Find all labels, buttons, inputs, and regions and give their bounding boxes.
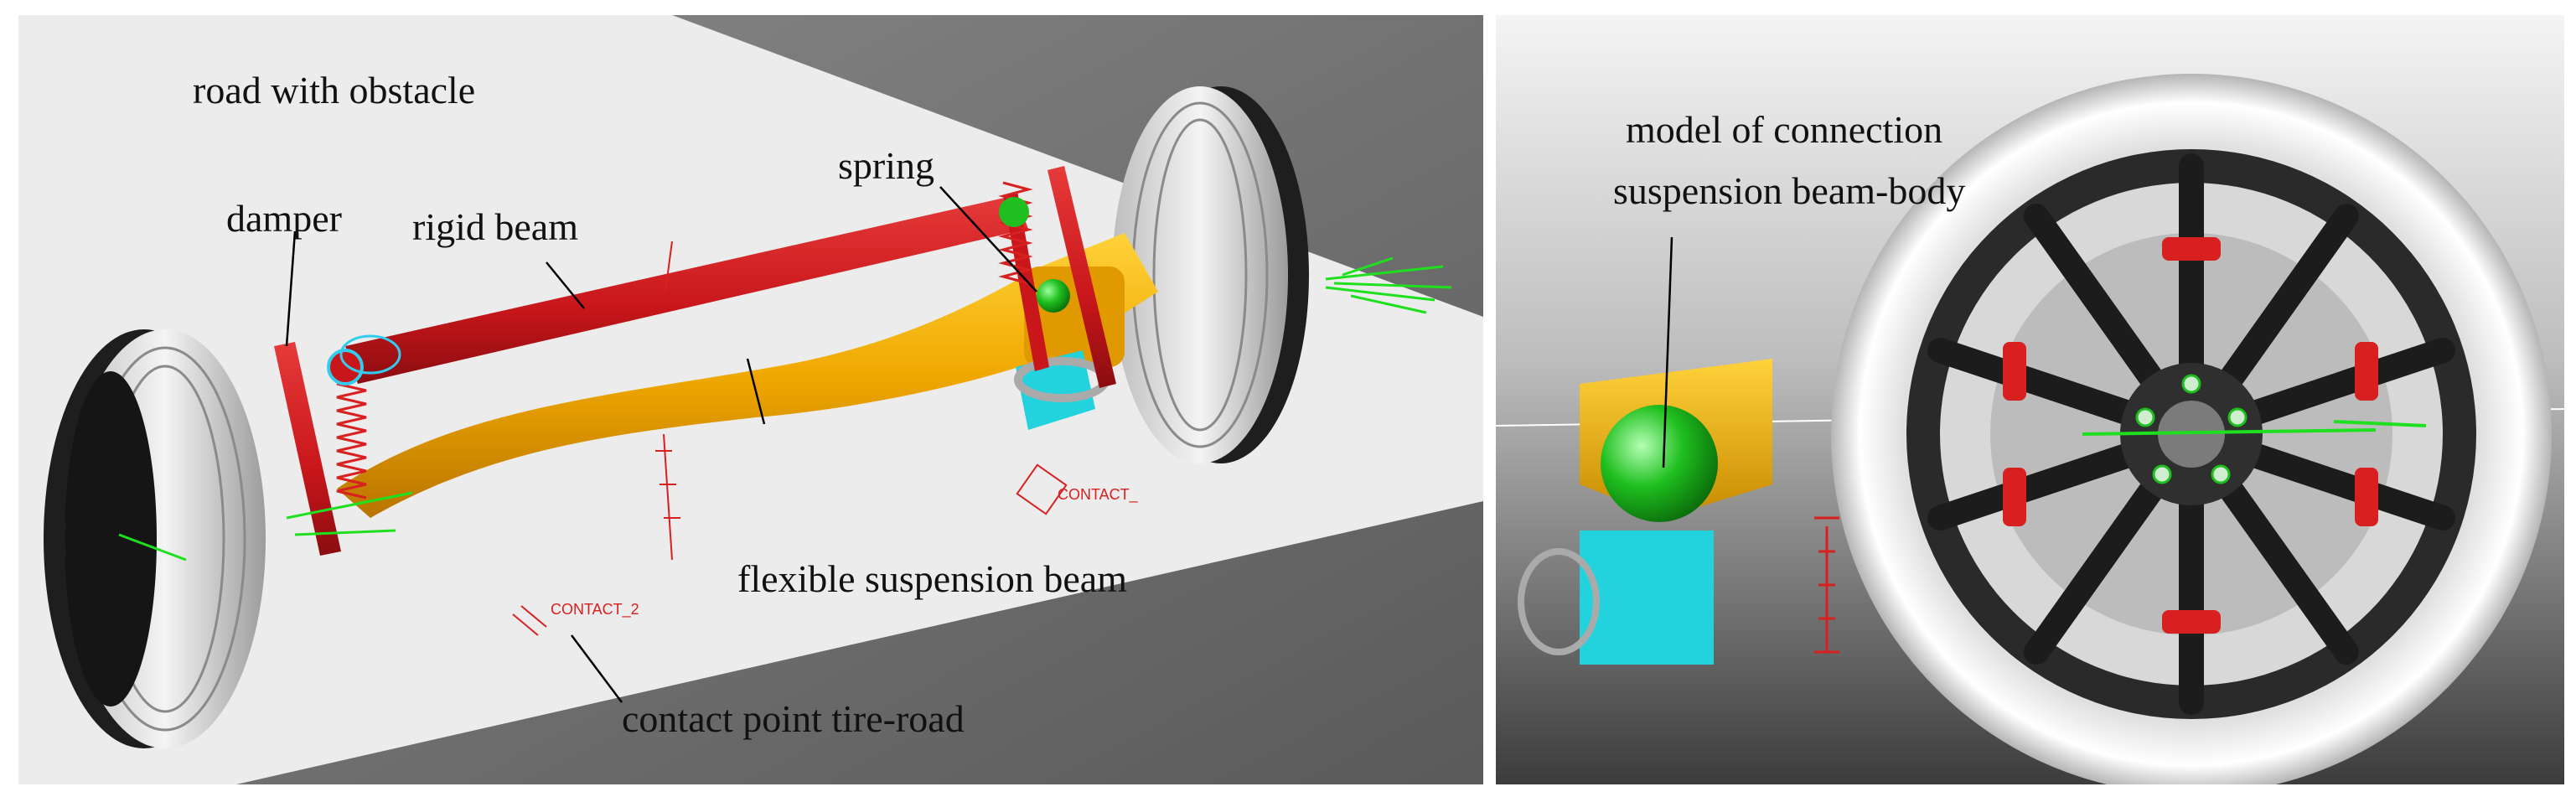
spring-mount-sphere [999, 197, 1029, 227]
label-spring: spring [838, 144, 934, 187]
bushing-connection-view: model of connection suspension beam-body [1496, 15, 2564, 784]
suspension-assembly-drawing: CONTACT_ CONTACT_2 road with obstacle da… [18, 15, 1483, 784]
left-tire [44, 329, 266, 748]
label-rigid-beam: rigid beam [412, 205, 578, 248]
annotation-leader-line [1662, 236, 1673, 468]
joint-marker-left [339, 334, 401, 375]
wheel [1831, 74, 2552, 784]
label-damper: damper [226, 197, 342, 240]
cad-markers [512, 241, 1068, 636]
annotation-leader-lines [285, 186, 1037, 703]
beam-joint-left [327, 349, 364, 386]
damper-left [274, 342, 341, 556]
lug-nuts [2135, 374, 2248, 484]
right-tire [1112, 86, 1309, 463]
bushing-ring [1518, 548, 1600, 655]
bushing-sphere [1601, 405, 1718, 522]
rigid-beam [345, 195, 1028, 384]
label-road-with-obstacle: road with obstacle [193, 69, 475, 111]
suspension-assembly-view: CONTACT_ CONTACT_2 road with obstacle da… [18, 15, 1483, 784]
bushing-connection-drawing: model of connection suspension beam-body [1496, 15, 2564, 784]
spring-left [336, 382, 367, 499]
hub-axis-markers [2082, 420, 2427, 436]
beam-mount-sphere [1037, 279, 1070, 313]
contact-marker-1: CONTACT_ [1058, 486, 1139, 504]
brake-caliper [2003, 237, 2378, 634]
force-markers-left [118, 491, 413, 562]
label-connection-line1: model of connection [1626, 108, 1942, 151]
label-contact-point: contact point tire-road [622, 697, 965, 740]
label-flexible-suspension-beam: flexible suspension beam [737, 557, 1127, 600]
flexible-suspension-beam [337, 233, 1158, 518]
force-markers-right [1325, 256, 1452, 314]
label-connection-line2: suspension beam-body [1613, 169, 1965, 212]
contact-marker-2: CONTACT_2 [551, 601, 639, 618]
body-block [1580, 530, 1714, 665]
cad-marker [1814, 516, 1839, 654]
